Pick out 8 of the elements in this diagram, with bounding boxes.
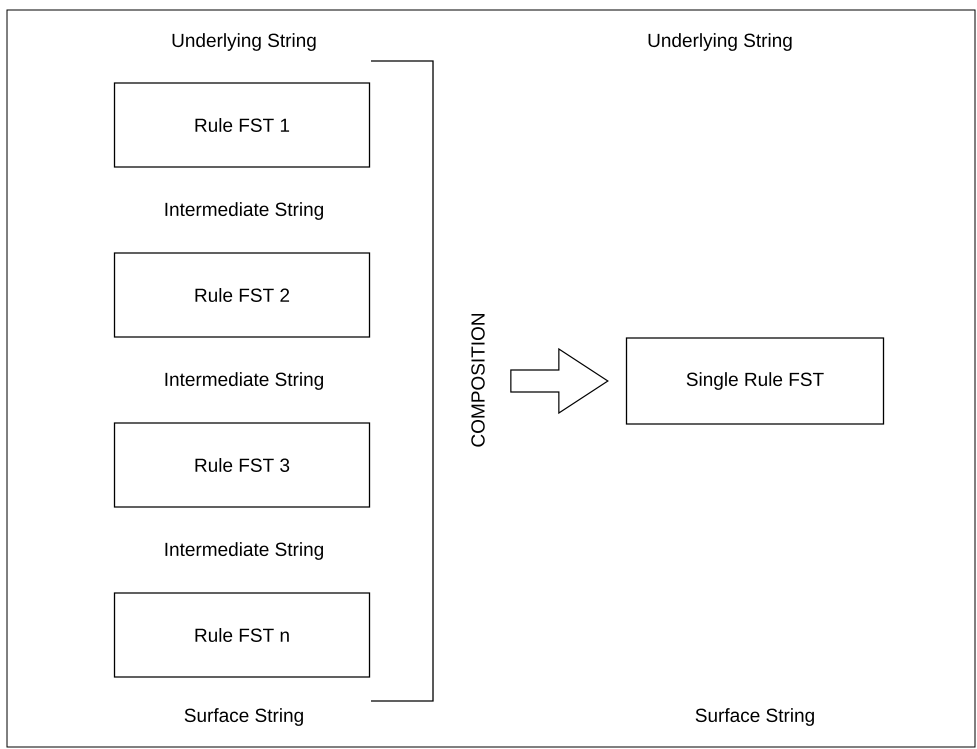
string-label: Surface String (696, 708, 814, 726)
rotated-label: COMPOSITION (471, 314, 485, 447)
string-label: Surface String (184, 708, 303, 726)
string-label: Intermediate String (166, 542, 323, 560)
string-label: Intermediate String (166, 202, 323, 220)
string-label: Underlying String (172, 33, 316, 51)
string-label: Underlying String (648, 33, 792, 51)
string-label: Intermediate String (166, 372, 323, 390)
